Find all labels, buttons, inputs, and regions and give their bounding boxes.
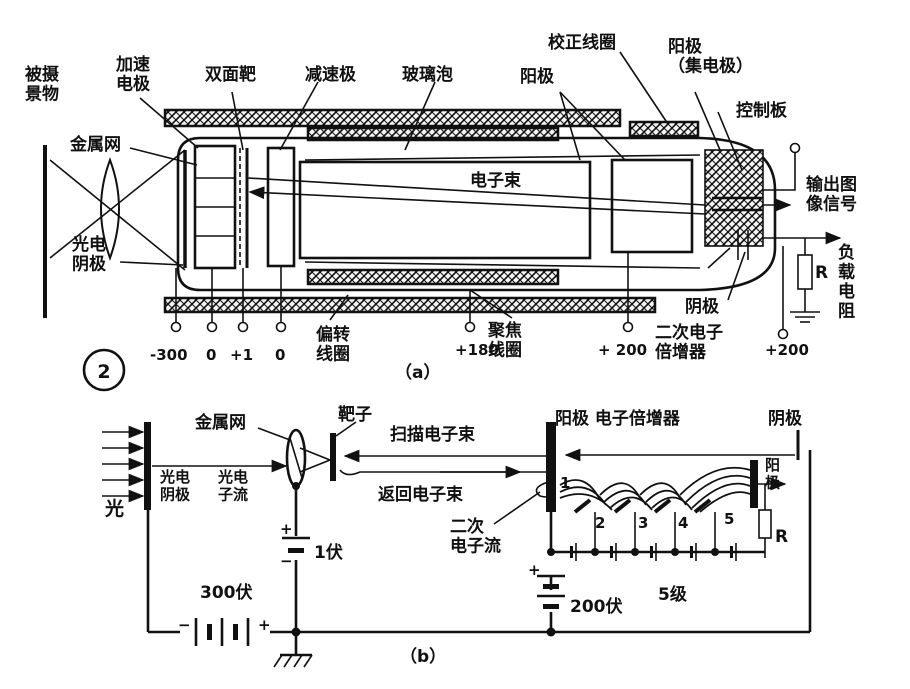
control-lead: [763, 152, 796, 191]
svg-text:+: +: [258, 616, 271, 634]
stage-number: 2: [595, 514, 605, 532]
load-resistor-b: [758, 509, 772, 539]
label-anode: 阳极: [520, 67, 554, 87]
svg-text:+: +: [528, 561, 541, 579]
label-1v: 1伏: [314, 542, 343, 563]
label-correction-coil: 校正线圈: [548, 32, 616, 53]
correction-coil: [628, 120, 700, 138]
label-focus: 聚焦线圈: [487, 320, 522, 361]
anode-cylinder-2: [610, 158, 694, 254]
circuit-wiring: [146, 450, 812, 655]
stage-number: 1: [560, 474, 570, 492]
label-load: 负载电阻: [838, 242, 855, 322]
deflection-coil-top: [163, 108, 622, 128]
svg-text:−: −: [280, 552, 293, 570]
voltage-label: +200: [765, 341, 809, 359]
lens: [49, 149, 186, 271]
label-mesh-b: 金属网: [194, 412, 246, 433]
label-multiplier: 二次电子倍增器: [655, 322, 723, 363]
svg-text:−: −: [178, 616, 191, 634]
stage-number: 3: [638, 514, 648, 532]
label-anode-collector: 阳极（集电极）: [668, 37, 753, 77]
decel-electrode: [266, 146, 296, 268]
stage-number: 5: [724, 510, 734, 528]
voltage-label: + 200: [598, 341, 647, 359]
battery-300v: − +: [178, 616, 271, 646]
label-target: 双面靶: [205, 64, 256, 85]
light-arrows: [102, 425, 145, 503]
electron-multiplier: [704, 149, 764, 260]
label-photocathode-b: 光电阴极: [159, 468, 191, 503]
photocathode-b: [144, 422, 151, 510]
label-200v: 200伏: [570, 596, 623, 617]
label-anode-multiplier: 阳极 电子倍增器: [555, 408, 681, 429]
return-beam: [339, 469, 548, 476]
label-anode-right: 阳极: [765, 456, 781, 491]
label-cathode-b: 阴极: [768, 409, 802, 429]
voltage-label: +180: [455, 341, 499, 359]
label-output: 输出图像信号: [806, 174, 857, 215]
leader-lines-a: [119, 51, 746, 321]
beam-forward: [247, 177, 706, 206]
leader-lines-b: [257, 421, 541, 525]
label-decel: 减速极: [305, 64, 356, 85]
beam-return: [248, 186, 706, 215]
voltage-label: +1: [230, 346, 253, 364]
label-photoelectron: 光电子流: [217, 468, 248, 503]
label-control: 控制板: [736, 100, 788, 121]
figure-number-circle: [82, 348, 126, 392]
part-b: + − + − +: [102, 404, 812, 668]
terminals: [170, 246, 789, 340]
dynodes: [573, 498, 712, 514]
load-resistor-a: [797, 254, 813, 290]
label-target-b: 靶子: [338, 404, 372, 425]
stage-batteries: [570, 543, 737, 561]
dynode-leads: [594, 512, 716, 552]
multiplier-arcs: [559, 466, 751, 513]
label-deflection: 偏转线圈: [316, 324, 350, 365]
label-return-beam: 返回电子束: [378, 484, 463, 505]
label-R-b: R: [775, 527, 788, 547]
ground-b: [273, 653, 313, 668]
label-stages: 5级: [658, 584, 687, 605]
label-light: 光: [104, 497, 124, 520]
anode-b: [546, 422, 556, 512]
label-photocathode: 光电阴极: [71, 234, 106, 275]
caption-a: （a）: [395, 362, 440, 383]
label-cathode-a: 阴极: [685, 297, 719, 317]
anode-right-b: [750, 460, 758, 508]
battery-200v: +: [528, 561, 565, 609]
label-glass: 玻璃泡: [402, 64, 453, 85]
figure-number: 2: [97, 361, 110, 383]
battery-1v: + −: [280, 520, 310, 570]
anode-cylinder-1: [298, 160, 592, 260]
label-mesh: 金属网: [69, 134, 121, 155]
label-R-a: R: [815, 263, 828, 283]
voltage-label: 0: [275, 346, 285, 364]
caption-b: （b）: [400, 646, 446, 667]
voltage-label: -300: [150, 346, 188, 364]
voltage-label: 0: [206, 346, 216, 364]
label-accel: 加速电极: [115, 54, 150, 95]
label-secondary: 二次电子流: [450, 516, 501, 557]
target-b: [330, 433, 336, 481]
label-object: 被摄景物: [25, 64, 60, 105]
stage-number: 4: [678, 514, 688, 532]
focus-coil-bottom: [306, 268, 560, 286]
part-a: 2 被摄景物 加速电极 双面靶 减速极 玻璃泡 阳极 校正线圈 阳极（集电极） …: [25, 32, 857, 392]
svg-text:+: +: [280, 520, 293, 538]
label-300v: 300伏: [200, 582, 253, 603]
label-beam: 电子束: [470, 170, 521, 191]
deflection-coil-bottom: [163, 296, 657, 314]
label-scan-beam: 扫描电子束: [390, 424, 475, 445]
